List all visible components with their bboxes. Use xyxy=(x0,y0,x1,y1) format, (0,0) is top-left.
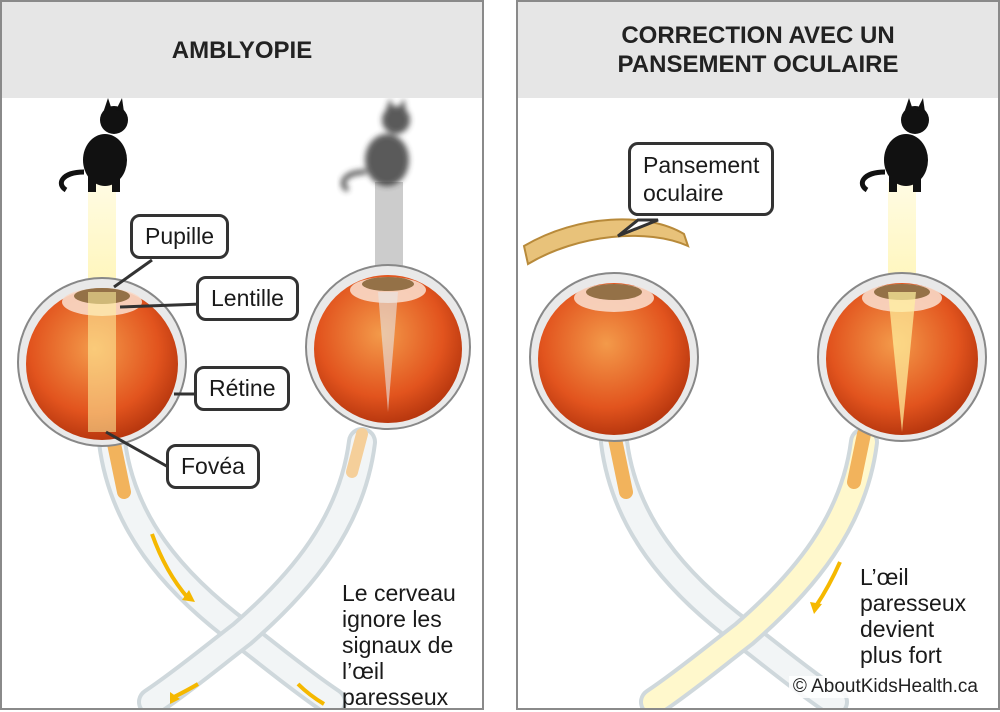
signal-arrow-1 xyxy=(150,533,190,600)
lazy-eye-stronger-note: L’œil paresseux devient plus fort xyxy=(860,564,967,668)
panel-title: AMBLYOPIE xyxy=(2,2,482,98)
amblyopia-illustration xyxy=(17,98,471,708)
fovea-label: Fovéa xyxy=(166,444,260,489)
cat-icon xyxy=(59,98,128,193)
amblyopia-panel: AMBLYOPIE Pupille Lentille Rétine Fovéa … xyxy=(0,0,484,710)
pupil-label: Pupille xyxy=(130,214,230,259)
cat-icon xyxy=(860,98,929,193)
lens-label: Lentille xyxy=(196,276,299,321)
signal-arrow-strong xyxy=(814,561,842,608)
retina-label: Rétine xyxy=(194,366,291,411)
eye-patch-label: Pansement oculaire xyxy=(628,142,775,216)
patch-pointer xyxy=(617,218,659,238)
eye-patch xyxy=(522,218,690,266)
copyright-notice: © AboutKidsHealth.ca xyxy=(788,676,982,698)
eye-patch-illustration xyxy=(522,98,987,708)
lens-pointer xyxy=(119,302,203,309)
blurred-cat-icon xyxy=(341,98,410,193)
panel-title: CORRECTION AVEC UN PANSEMENT OCULAIRE xyxy=(518,2,998,98)
brain-ignores-note: Le cerveau ignore les signaux de l’œil p… xyxy=(342,580,456,710)
eye-patch-panel: CORRECTION AVEC UN PANSEMENT OCULAIRE Pa… xyxy=(516,0,1000,710)
pupil-pointer xyxy=(113,258,153,289)
fovea-pointer xyxy=(105,430,171,470)
